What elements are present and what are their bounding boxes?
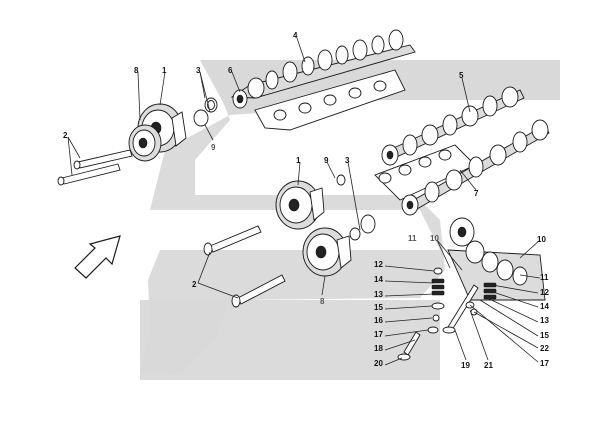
camshaft-right-lower (374, 119, 550, 216)
callout-22: 22 (540, 344, 549, 353)
callout-2-left: 2 (63, 131, 68, 140)
seal-rings-upper (193, 97, 218, 127)
callout-6: 6 (228, 66, 233, 75)
callout-3-top: 3 (196, 66, 201, 75)
callout-1-top: 1 (162, 66, 167, 75)
callout-10-b: 10 (537, 235, 546, 244)
callout-8-bottom: 8 (320, 297, 325, 306)
bolts-upper (57, 149, 133, 186)
cam-phaser-assembly-upper (128, 103, 187, 162)
cam-phaser-assembly-lower (275, 180, 352, 277)
callout-8-top: 8 (134, 66, 139, 75)
callout-11-b: 11 (540, 273, 549, 282)
callout-16: 16 (374, 316, 383, 325)
callout-1-mid: 1 (296, 156, 301, 165)
callout-19: 19 (461, 361, 470, 370)
callout-9-top: 9 (211, 143, 216, 152)
callout-18: 18 (374, 344, 383, 353)
callout-21: 21 (484, 361, 493, 370)
callout-14-right: 14 (540, 302, 549, 311)
callout-12-right: 12 (540, 288, 549, 297)
callout-9-mid: 9 (324, 156, 329, 165)
seal-rings-middle (336, 174, 376, 241)
camshaft-right-upper (381, 86, 525, 166)
cylinder-head-section (447, 217, 546, 301)
camshaft-top (230, 29, 416, 131)
callout-17-right: 17 (540, 359, 549, 368)
callout-labels: 8 1 3 6 4 5 2 9 1 9 3 7 11 10 10 11 12 1… (63, 31, 549, 370)
direction-arrow-icon (74, 235, 121, 279)
callout-13-left: 13 (374, 290, 383, 299)
callout-7: 7 (474, 189, 479, 198)
callout-14-left: 14 (374, 275, 383, 284)
callout-2-bottom: 2 (192, 280, 197, 289)
callout-4: 4 (293, 31, 298, 40)
bolts-lower (203, 225, 286, 308)
callout-13-right: 13 (540, 316, 549, 325)
callout-15-left: 15 (374, 303, 383, 312)
callout-3-mid: 3 (345, 156, 350, 165)
callout-10-a: 10 (430, 234, 439, 243)
callout-12-left: 12 (374, 260, 383, 269)
callout-20: 20 (374, 359, 383, 368)
callout-17-left: 17 (374, 330, 383, 339)
callout-5: 5 (459, 71, 464, 80)
callout-15-right: 15 (540, 331, 549, 340)
callout-11-a: 11 (408, 234, 417, 243)
leader-lines (67, 37, 541, 366)
